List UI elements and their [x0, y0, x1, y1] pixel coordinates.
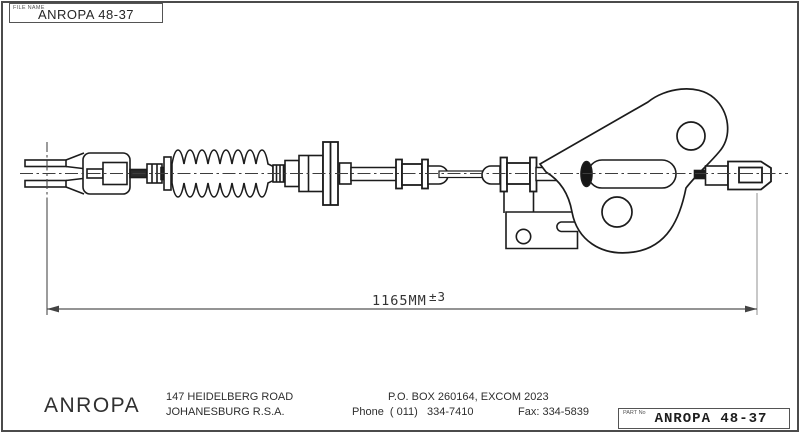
mounting-bracket: [503, 191, 579, 250]
end-cylinder: [704, 165, 729, 186]
address-line-1: 147 HEIDELBERG ROAD: [166, 391, 294, 403]
part-number-box: PART No ANROPA 48-37: [618, 408, 790, 429]
file-name-label: FILE NAME: [13, 5, 45, 11]
address-line-2: JOHANESBURG R.S.A.: [166, 406, 285, 418]
dimension-arrow-right: [745, 305, 757, 313]
company-name: ANROPA: [44, 394, 141, 417]
file-name-box: FILE NAME ANROPA 48-37: [9, 3, 163, 23]
phone-number: Phone ( 011) 334-7410: [352, 406, 474, 418]
part-number-label: PART No: [623, 410, 646, 416]
lever-hole-bottom: [601, 196, 633, 228]
cable-end-block: [727, 160, 772, 191]
dimension-tolerance: ±3: [429, 289, 446, 304]
adjuster-nut: [146, 163, 163, 184]
bracket-hole: [515, 228, 532, 245]
po-box-line: P.O. BOX 260164, EXCOM 2023: [388, 391, 549, 403]
file-name-value: ANROPA 48-37: [37, 7, 135, 22]
part-number-value: ANROPA 48-37: [654, 411, 768, 427]
fax-number: Fax: 334-5839: [518, 406, 589, 418]
cable-crimp: [693, 169, 706, 180]
dimension-text: 1165MM: [372, 293, 427, 309]
lever-hole-top: [676, 121, 706, 151]
bracket-fitting: [499, 156, 538, 193]
boot-collar: [272, 164, 286, 183]
dimension: 1165MM ±3: [46, 142, 758, 315]
dimension-arrow-left: [47, 305, 59, 313]
end-block-slot: [738, 166, 763, 184]
conduit-cap-right: [481, 165, 501, 185]
